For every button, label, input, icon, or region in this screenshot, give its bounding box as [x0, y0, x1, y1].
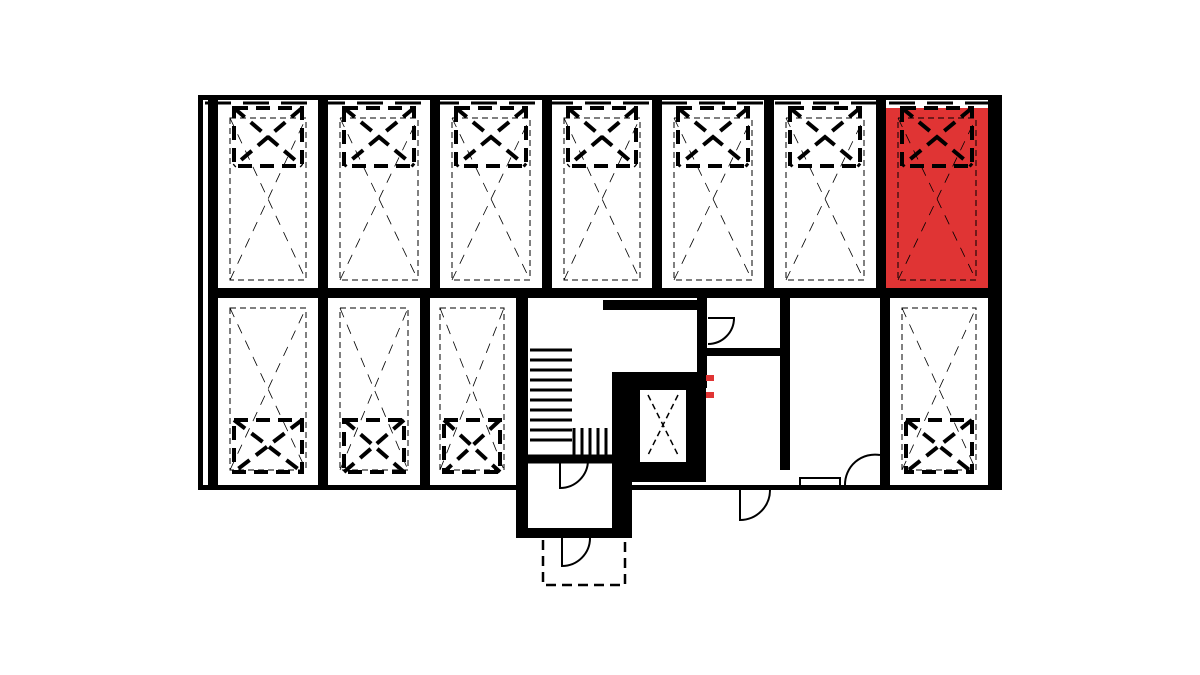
vent-x-icon [566, 106, 638, 168]
unit-divider-wall [318, 298, 328, 485]
unit-cross [229, 117, 307, 281]
storage-unit[interactable] [339, 106, 419, 281]
fire-alarm-icon [706, 392, 714, 398]
vent-box [232, 418, 304, 474]
canopy-outline [541, 540, 627, 587]
unit-divider-wall [542, 100, 552, 290]
storage-unit[interactable] [339, 307, 409, 474]
landing-wall [526, 454, 614, 464]
vent-x-icon [442, 418, 502, 474]
unit-outline [901, 307, 977, 471]
unit-cross [563, 117, 641, 281]
vent-box [566, 106, 638, 168]
unit-cross [229, 307, 307, 471]
vent-box [442, 418, 502, 474]
unit-divider-wall [764, 100, 774, 290]
corridor-wall [780, 298, 790, 470]
unit-cross [339, 307, 409, 471]
core-wall-vertical [697, 298, 707, 388]
vent-box [676, 106, 750, 168]
outer-wall-right [997, 95, 1002, 490]
unit-divider-wall [318, 100, 328, 290]
fire-alarm-icon [706, 375, 714, 381]
doors [541, 317, 881, 587]
vestibule-wall-right [612, 478, 632, 536]
walls [198, 95, 1002, 538]
storage-unit[interactable] [229, 106, 307, 281]
eaves-outline [205, 101, 995, 490]
elevator-x [647, 394, 679, 456]
storage-unit[interactable] [886, 106, 988, 288]
unit-cross [673, 117, 753, 281]
unit-outline [439, 307, 505, 471]
unit-divider-wall [880, 298, 890, 485]
vent-box [342, 418, 406, 474]
unit-divider-wall [876, 100, 886, 290]
unit-cross [339, 117, 419, 281]
vent-box [788, 106, 862, 168]
vent-x-icon [342, 106, 416, 168]
door-utility[interactable] [707, 317, 736, 345]
vent-box [342, 106, 416, 168]
unit-cross [897, 117, 977, 281]
unit-outline [563, 117, 641, 281]
storage-unit[interactable] [439, 307, 505, 474]
storage-unit[interactable] [785, 106, 865, 281]
middle-wall [208, 288, 998, 298]
vent-box [900, 106, 974, 168]
vent-x-icon [454, 106, 528, 168]
vestibule-wall-bottom [516, 528, 632, 538]
door-corridor[interactable] [843, 453, 881, 486]
door-vestibule[interactable] [561, 537, 591, 568]
unit-cross [451, 117, 531, 281]
unit-divider-wall [430, 100, 440, 290]
unit-cross [785, 117, 865, 281]
unit-divider-wall [652, 100, 662, 290]
door-entrance[interactable] [739, 489, 771, 522]
stair-wall-left [516, 288, 528, 536]
door-stair[interactable] [559, 459, 589, 490]
stairs [526, 348, 614, 464]
vent-box [454, 106, 528, 168]
unit-divider-wall [420, 298, 430, 485]
storage-unit[interactable] [901, 307, 977, 474]
vent-x-icon [676, 106, 750, 168]
storage-unit[interactable] [451, 106, 531, 281]
utility-wall [705, 348, 785, 356]
window [799, 477, 841, 487]
unit-cross [439, 307, 505, 471]
vent-x-icon [788, 106, 862, 168]
storage-unit[interactable] [673, 106, 753, 281]
storage-units [229, 100, 988, 485]
storage-unit[interactable] [563, 106, 641, 281]
vent-x-icon [900, 106, 974, 168]
vent-x-icon [342, 418, 406, 474]
vent-box [904, 418, 974, 474]
unit-cross [901, 307, 977, 471]
core-wall-top [603, 300, 703, 310]
outer-wall-top [198, 95, 1002, 100]
vent-x-icon [904, 418, 974, 474]
unit-outline [229, 117, 307, 281]
vent-x-icon [232, 418, 304, 474]
vent-x-icon [232, 106, 304, 168]
outer-wall-left [198, 95, 203, 490]
storage-unit[interactable] [229, 307, 307, 474]
vent-box [232, 106, 304, 168]
outer-wall-bottom-right [630, 485, 1002, 490]
